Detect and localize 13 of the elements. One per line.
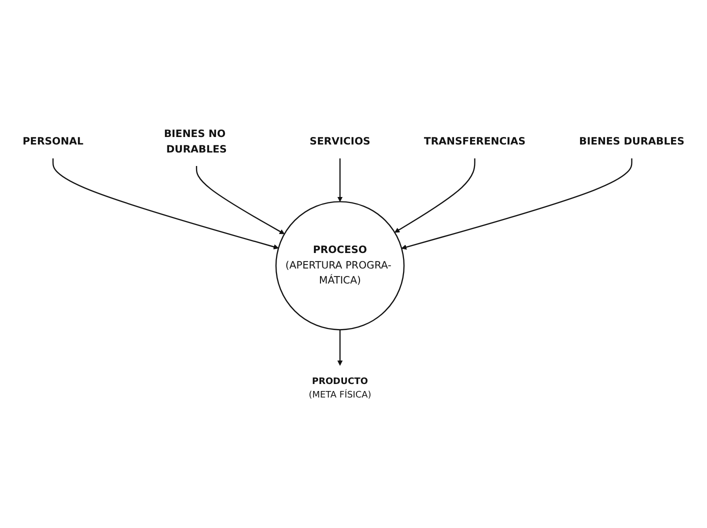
node-text: TRANSFERENCIAS	[424, 136, 526, 148]
arrow	[337, 158, 343, 202]
arrow	[394, 158, 476, 233]
node-text: BIENES NO DURABLES	[164, 128, 227, 156]
node-text: PERSONAL	[22, 136, 84, 148]
arrow	[401, 158, 632, 250]
node-text: PRODUCTO (META FÍSICA)	[308, 376, 372, 400]
arrow	[337, 330, 343, 366]
node-text: SERVICIOS	[310, 136, 370, 148]
arrow	[196, 166, 285, 234]
arrow	[52, 158, 279, 250]
node-circle: PROCESO (APERTURA PROGRA- MÁTICA)	[275, 201, 405, 330]
node-text: BIENES DURABLES	[579, 136, 684, 148]
